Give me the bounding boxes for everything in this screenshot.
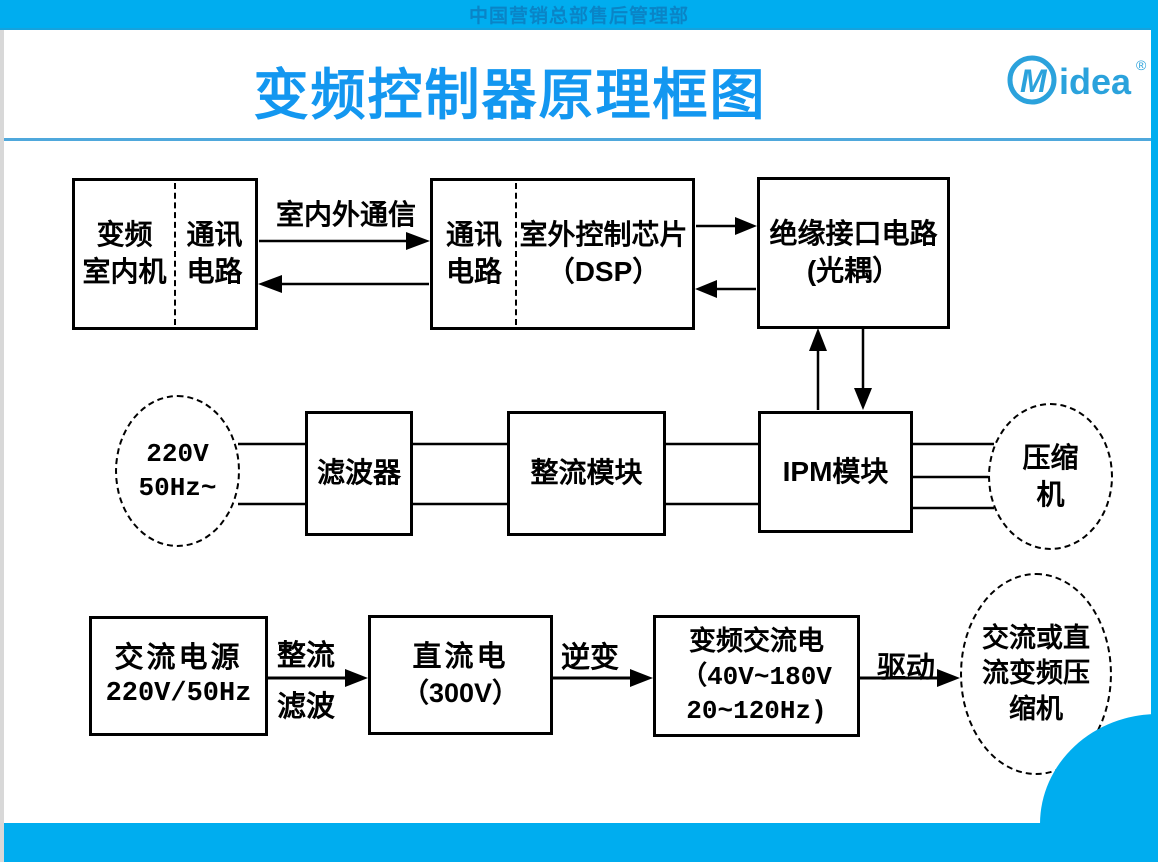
outdoor-box-divider	[515, 183, 517, 325]
ipm-box: IPM模块	[758, 411, 913, 533]
midea-logo-graphic: M idea ®	[1007, 55, 1147, 105]
isolation-interface-box: 绝缘接口电路 (光耦）	[757, 177, 950, 329]
ac-source-line: 交流电源	[114, 642, 243, 675]
indoor-box-line: 电路	[186, 256, 243, 287]
mains-supply-circle: 220V 50Hz~	[115, 395, 240, 547]
logo-circle-icon	[1007, 55, 1057, 105]
logo-text: idea	[1059, 61, 1132, 102]
rectifier-box-label: 整流模块	[530, 457, 643, 489]
outdoor-box-line: 通讯	[445, 219, 502, 251]
right-edge-strip	[1151, 0, 1158, 862]
isolation-box-line: (光耦）	[806, 255, 901, 286]
variable-ac-box: 变频交流电 （40V~180V 20~120Hz)	[653, 615, 860, 737]
comm-label: 室内外通信	[275, 199, 416, 230]
dc-box-line: （300V）	[401, 678, 520, 709]
filter-word-label: 滤波	[276, 691, 335, 723]
left-edge-strip	[0, 0, 4, 862]
inverter-compressor-line: 交流或直	[982, 622, 1090, 653]
variable-ac-line: 变频交流电	[689, 625, 824, 656]
outdoor-box-line: 室外控制芯片	[519, 219, 688, 251]
mains-circle-line: 220V	[146, 438, 209, 469]
rectify-label: 整流	[276, 640, 335, 672]
mains-circle-line: 50Hz~	[138, 473, 217, 503]
rectifier-box: 整流模块	[507, 411, 666, 536]
department-banner-text: 中国营销总部售后管理部	[468, 5, 689, 27]
ipm-box-label: IPM模块	[782, 455, 889, 487]
filter-box: 滤波器	[305, 411, 413, 536]
inverter-compressor-line: 缩机	[1009, 693, 1063, 724]
indoor-box-line: 变频	[96, 219, 153, 251]
indoor-comm-box: 变频 室内机 通讯 电路	[72, 178, 258, 330]
dc-box: 直流电 （300V）	[368, 615, 553, 735]
ac-source-box: 交流电源 220V/50Hz	[89, 616, 268, 736]
compressor-circle: 压缩 机	[988, 403, 1113, 550]
dc-box-line: 直流电	[412, 641, 509, 674]
invert-label: 逆变	[560, 642, 619, 674]
outdoor-dsp-box: 通讯 电路 室外控制芯片 （DSP）	[430, 178, 695, 330]
drive-label: 驱动	[876, 652, 935, 684]
bottom-bar	[4, 823, 1158, 862]
title-divider	[4, 138, 1151, 141]
filter-box-label: 滤波器	[316, 457, 401, 489]
indoor-box-line: 通讯	[186, 219, 243, 251]
isolation-box-line: 绝缘接口电路	[769, 218, 938, 250]
logo-letter-m: M	[1020, 63, 1048, 99]
indoor-box-divider	[174, 183, 176, 325]
page-title: 变频控制器原理框图	[253, 64, 767, 126]
outdoor-box-line: （DSP）	[546, 256, 661, 287]
variable-ac-line: （40V~180V	[681, 661, 832, 692]
midea-logo: M idea ®	[1005, 52, 1153, 108]
ac-source-line: 220V/50Hz	[105, 679, 252, 710]
registered-mark: ®	[1136, 57, 1147, 73]
compressor-circle-line: 压缩	[1022, 441, 1079, 473]
compressor-circle-line: 机	[1036, 478, 1065, 510]
outdoor-box-line: 电路	[445, 256, 502, 287]
variable-ac-line: 20~120Hz)	[686, 695, 827, 726]
department-banner: 中国营销总部售后管理部	[0, 0, 1158, 30]
indoor-box-line: 室内机	[82, 256, 167, 287]
inverter-compressor-line: 流变频压	[982, 658, 1090, 689]
